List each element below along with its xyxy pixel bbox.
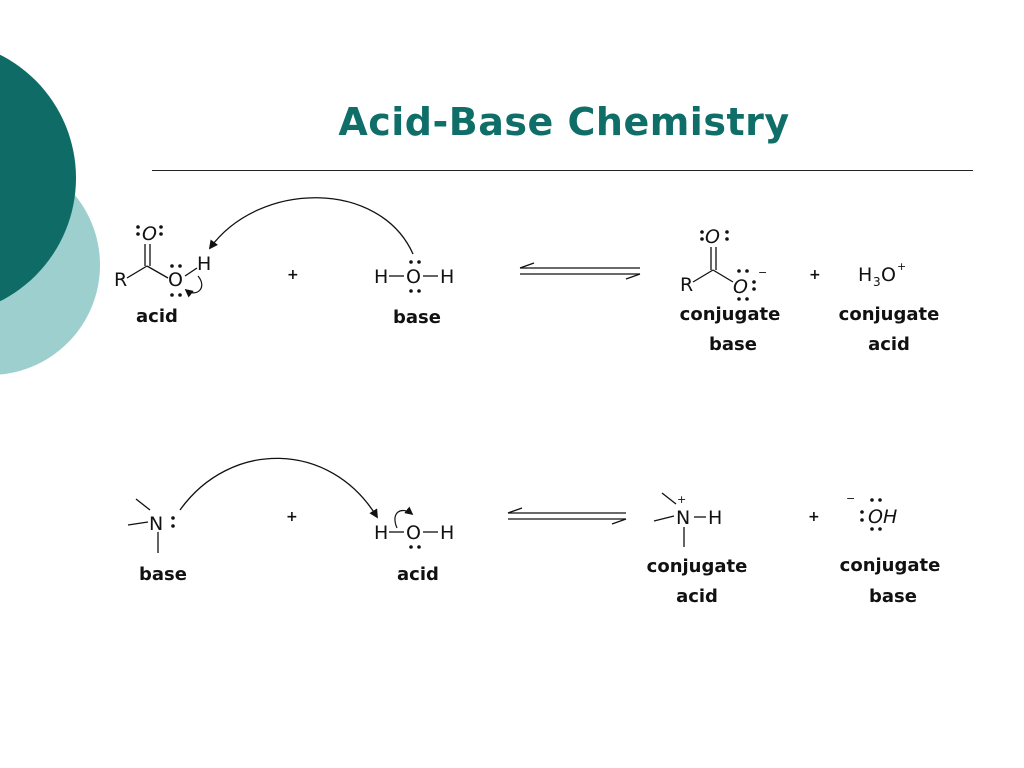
proton-transfer-arrow [208, 197, 414, 255]
nitrogen-atom: N [676, 507, 690, 529]
conjugate-base-label-line1: conjugate [840, 555, 941, 576]
positive-charge: + [897, 260, 906, 273]
r-group-atom: R [680, 274, 693, 296]
hydroxyl-oxygen-atom: O [168, 269, 183, 291]
bond-r-c [126, 265, 148, 279]
ammonium-ion: + N H conjugate acid [647, 492, 748, 607]
proton-transfer-arrow [179, 457, 378, 519]
plus-sign: + [286, 509, 298, 525]
conjugate-base-label-line2: base [709, 334, 757, 355]
hydroxide-ion: − OH conjugate base [840, 492, 941, 607]
carbonyl-oxygen-atom: O [705, 226, 720, 248]
hydrogen-right-atom: H [440, 522, 454, 544]
water-molecule: H O H base [374, 260, 454, 328]
base-label: base [139, 564, 187, 585]
bond-c-o [146, 265, 169, 279]
decorative-circle-dark [0, 54, 76, 302]
base-label: base [393, 307, 441, 328]
positive-charge: + [677, 493, 686, 506]
slide-title: Acid-Base Chemistry [338, 100, 790, 144]
hydrogen-right-atom: H [440, 266, 454, 288]
acid-label: acid [136, 306, 178, 327]
hydronium-ion: H 3 O + conjugate acid [839, 260, 940, 355]
conjugate-acid-label-line1: conjugate [647, 556, 748, 577]
plus-sign: + [808, 509, 820, 525]
anion-oxygen-atom: O [733, 276, 748, 298]
bond-o-h [184, 267, 198, 277]
conjugate-base-label-line2: base [869, 586, 917, 607]
carbonyl-oxygen-atom: O [142, 223, 157, 245]
hydroxide-formula: OH [868, 506, 897, 528]
plus-sign: + [287, 267, 299, 283]
equilibrium-arrows [507, 507, 627, 525]
carboxylic-acid: R O O H acid [114, 223, 211, 327]
reaction-2: N base + H O H acid [127, 457, 941, 607]
amine-molecule: N base [127, 498, 187, 585]
conjugate-acid-label-line2: acid [868, 334, 910, 355]
hydronium-subscript: 3 [873, 275, 881, 289]
negative-charge: − [846, 492, 855, 505]
bond-electron-arrow [184, 275, 203, 298]
water-molecule: H O H acid [374, 506, 454, 585]
nitrogen-atom: N [149, 513, 163, 535]
hydrogen-atom: H [708, 507, 722, 529]
conjugate-base-label-line1: conjugate [680, 304, 781, 325]
hydrogen-left-atom: H [374, 522, 388, 544]
title-divider [152, 170, 973, 171]
negative-charge: − [758, 266, 767, 279]
hydronium-h: H [858, 264, 872, 286]
conjugate-acid-label-line1: conjugate [839, 304, 940, 325]
reaction-1: R O O H acid + [114, 197, 940, 355]
conjugate-acid-label-line2: acid [676, 586, 718, 607]
r-group-atom: R [114, 269, 127, 291]
hydrogen-left-atom: H [374, 266, 388, 288]
acidic-hydrogen-atom: H [197, 253, 211, 275]
carboxylate-ion: R O O − conjugate base [680, 226, 781, 355]
bond-electron-arrow [394, 506, 414, 529]
decorative-circles [0, 54, 100, 375]
hydronium-o: O [881, 264, 896, 286]
acid-label: acid [397, 564, 439, 585]
water-oxygen-atom: O [406, 522, 421, 544]
plus-sign: + [809, 267, 821, 283]
water-oxygen-atom: O [406, 266, 421, 288]
equilibrium-arrows [519, 262, 641, 280]
